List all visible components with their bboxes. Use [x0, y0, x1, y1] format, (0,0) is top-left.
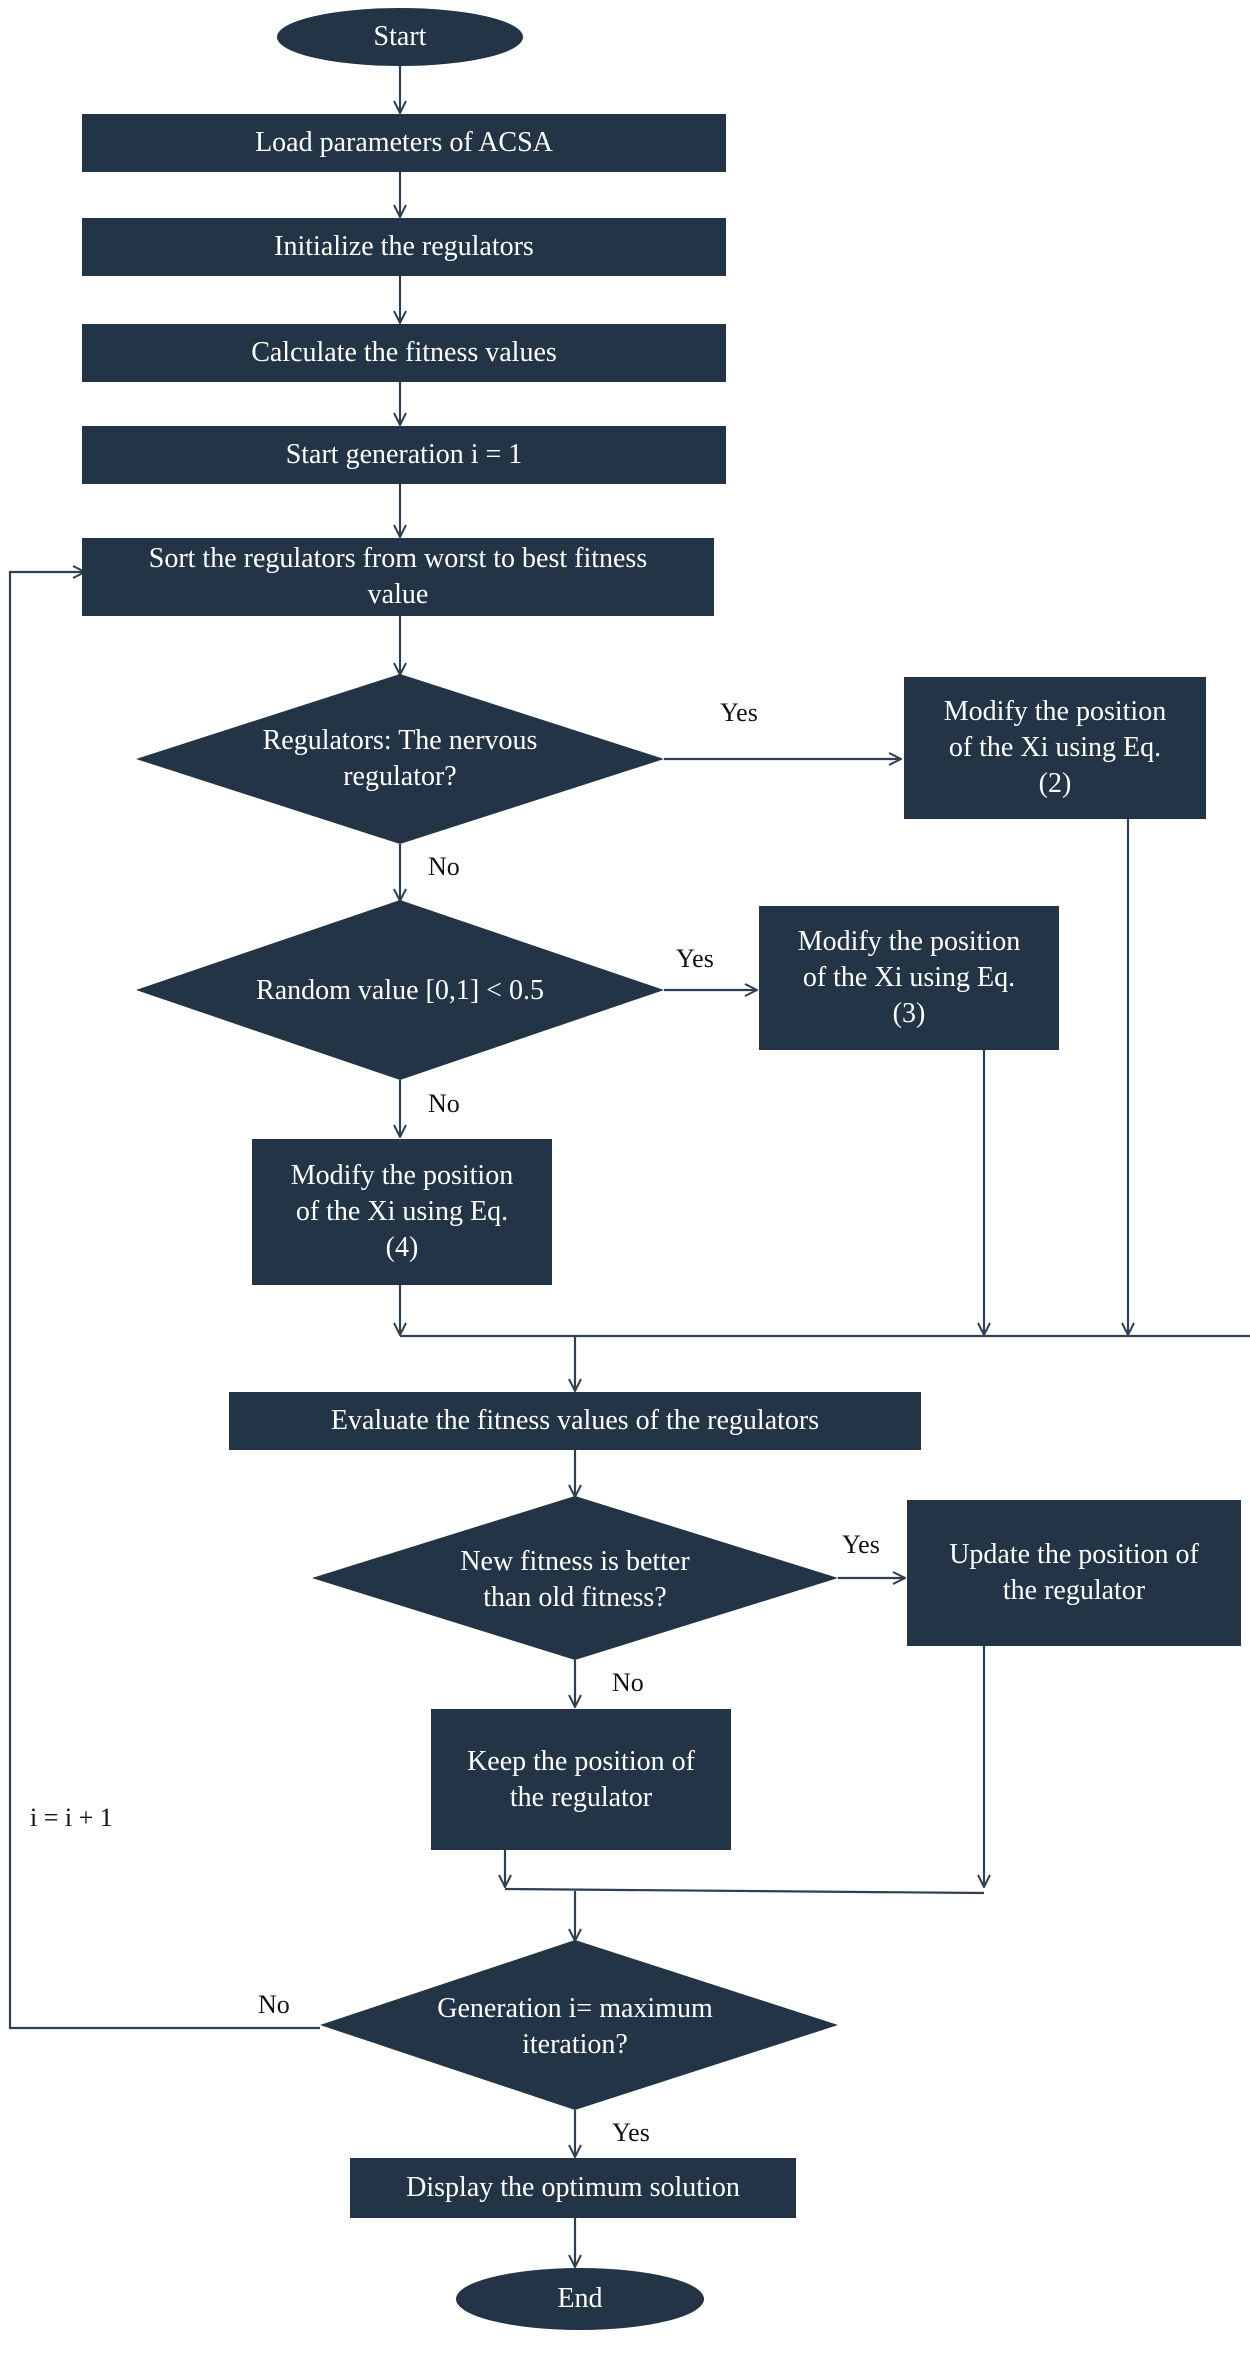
start-generation-box: Start generation i = 1: [82, 426, 726, 484]
start-terminal: Start: [277, 8, 523, 66]
random-decision-label: Random value [0,1] < 0.5: [256, 975, 544, 1006]
sort-regulators-box: Sort the regulators from worst to best f…: [82, 538, 714, 616]
edge-merge2-horizontal: [504, 1887, 985, 1895]
calc-fitness-box: Calculate the fitness values: [82, 324, 726, 382]
label-no-fitness: No: [612, 1668, 644, 1697]
load-params-box: Load parameters of ACSA: [82, 114, 726, 172]
nervous-decision-label: Regulators: The nervous regulator?: [262, 725, 538, 792]
modify-eq2-box: Modify the position of the Xi using Eq. …: [904, 677, 1206, 819]
random-decision-shape: [136, 900, 664, 1080]
fitness-decision-label: New fitness is better than old fitness?: [460, 1546, 690, 1613]
display-solution-box: Display the optimum solution: [350, 2158, 796, 2218]
nervous-decision-shape: [136, 674, 664, 844]
label-yes-max-iter: Yes: [612, 2118, 650, 2147]
modify-eq4-box: Modify the position of the Xi using Eq. …: [252, 1139, 552, 1285]
keep-position-box: Keep the position of the regulator: [431, 1709, 731, 1850]
init-regulators-box: Initialize the regulators: [82, 218, 726, 276]
edge-loop-back: [8, 572, 320, 2030]
max-iter-decision-label: Generation i= maximum iteration?: [437, 1993, 713, 2060]
update-position-box: Update the position of the regulator: [907, 1500, 1241, 1646]
label-no-nervous: No: [428, 852, 460, 881]
label-yes-nervous: Yes: [720, 698, 758, 727]
label-yes-random: Yes: [676, 944, 714, 973]
max-iter-decision-shape: [320, 1940, 838, 2110]
label-increment: i = i + 1: [30, 1803, 113, 1832]
evaluate-fitness-box: Evaluate the fitness values of the regul…: [229, 1392, 921, 1450]
label-no-random: No: [428, 1089, 460, 1118]
fitness-decision-shape: [312, 1496, 838, 1660]
label-no-max-iter: No: [258, 1990, 290, 2019]
modify-eq3-box: Modify the position of the Xi using Eq. …: [759, 906, 1059, 1050]
end-terminal: End: [456, 2268, 704, 2330]
label-yes-fitness: Yes: [842, 1530, 880, 1559]
